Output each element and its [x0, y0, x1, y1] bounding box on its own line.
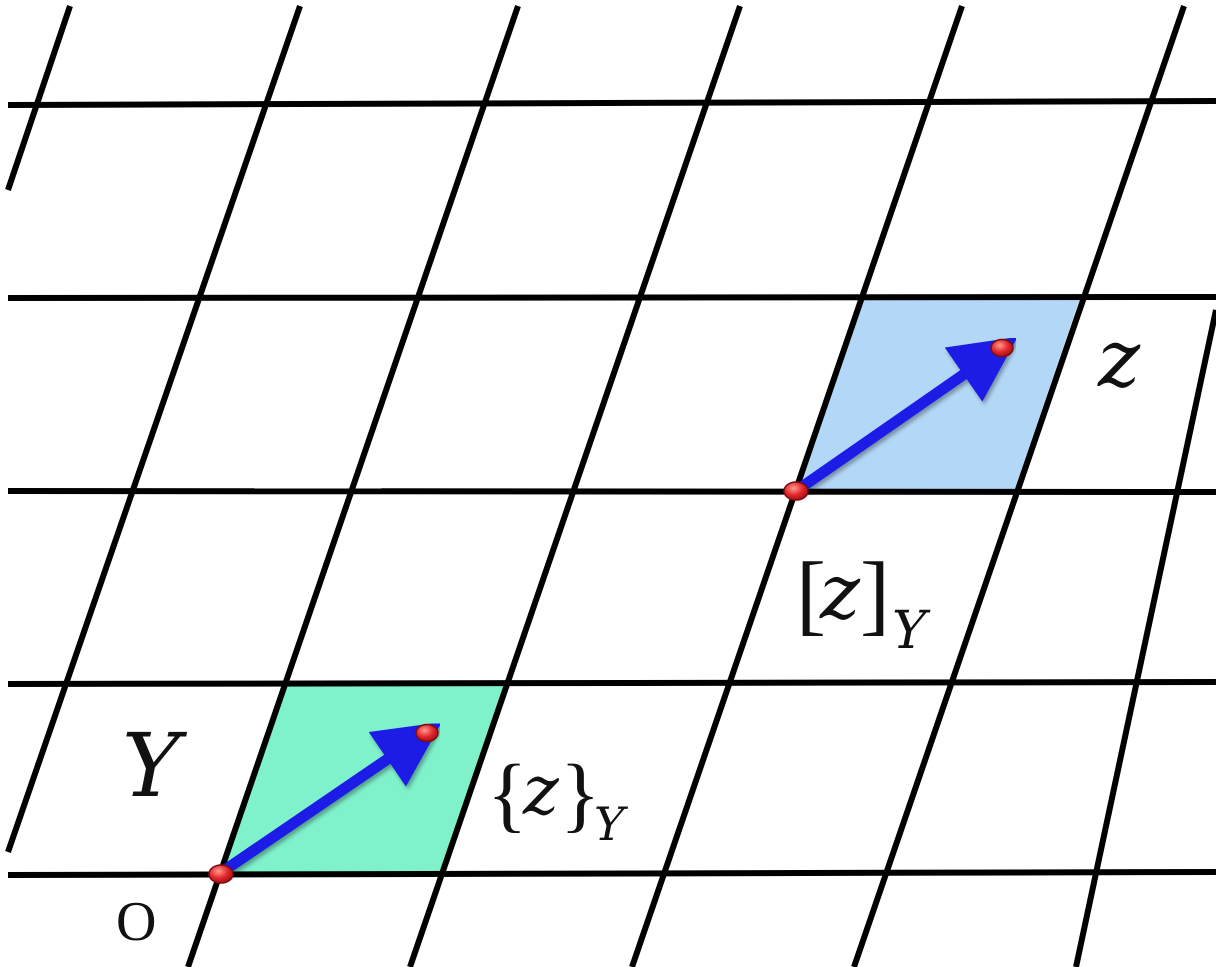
grid-line-oblique — [5, 5, 73, 191]
grid-line-horizontal — [7, 488, 1216, 495]
grid-line-horizontal — [7, 98, 1216, 108]
vector-arrow — [790, 336, 1018, 497]
brace-close: } — [560, 748, 600, 841]
origin-label: O — [116, 891, 156, 953]
fractional-part-subscript: Y — [594, 797, 629, 851]
grid-line-horizontal — [7, 294, 1216, 301]
vector-arrow — [216, 722, 442, 878]
integer-part-subscript: Y — [892, 601, 931, 661]
z-label: z — [1097, 312, 1141, 405]
lattice-label: Y — [122, 714, 188, 817]
brace-open: { — [487, 748, 527, 841]
integer-part-var: z — [819, 547, 861, 636]
fractional-part-vector — [216, 722, 442, 878]
bracket-open: [ — [796, 545, 826, 644]
origin-point — [208, 864, 234, 884]
target-vector — [790, 336, 1018, 497]
grid-line-oblique — [851, 5, 1187, 967]
grid-line-oblique — [185, 5, 521, 967]
integer-part-label: [ z ] Y — [796, 545, 931, 661]
fractional-part-var: z — [522, 752, 560, 831]
grid-line-oblique — [5, 5, 303, 853]
bracket-close: ] — [860, 545, 890, 644]
z-point — [990, 338, 1014, 358]
lattice-point — [783, 481, 809, 501]
fractional-part-label: { z } Y — [487, 748, 629, 851]
grid-line-horizontal — [7, 869, 1216, 878]
fractional-point — [415, 723, 439, 743]
grid-line-oblique — [407, 5, 743, 967]
grid-line-horizontal — [7, 679, 1216, 687]
grid-line-oblique — [1073, 309, 1216, 967]
